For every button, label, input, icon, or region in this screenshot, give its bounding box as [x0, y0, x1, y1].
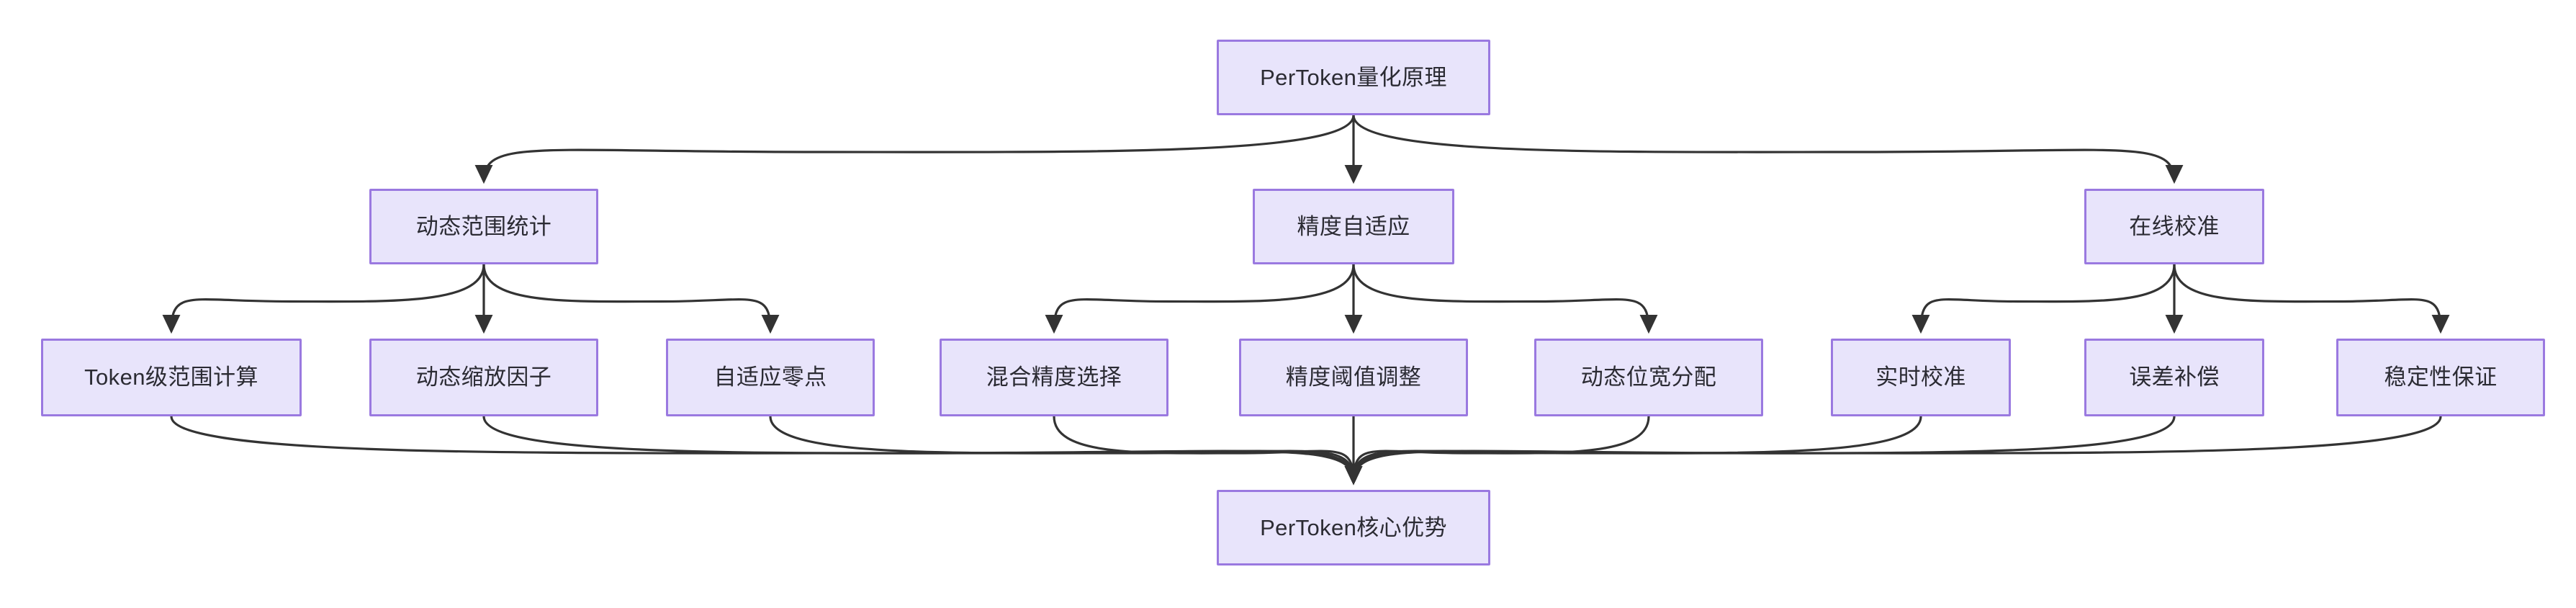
- node-adaptive-zero-point[interactable]: 自适应零点: [666, 339, 875, 416]
- edge-root-to-online-calibration: [1352, 115, 2184, 184]
- node-precision-threshold-tune[interactable]: 精度阈值调整: [1239, 339, 1468, 416]
- node-mixed-precision-select[interactable]: 混合精度选择: [940, 339, 1168, 416]
- node-dynamic-bitwidth-alloc-label: 动态位宽分配: [1580, 365, 1717, 390]
- edge-dynamic-range-to-adaptive-zero-point: [482, 264, 780, 334]
- edge-online-calibration-to-realtime-calibration: [1911, 264, 2176, 334]
- node-dynamic-scale-factor[interactable]: 动态缩放因子: [369, 339, 598, 416]
- node-error-compensation[interactable]: 误差补偿: [2084, 339, 2264, 416]
- edge-precision-adaptive-to-dynamic-bitwidth-alloc: [1352, 264, 1658, 334]
- node-online-calibration-label: 在线校准: [2129, 213, 2220, 239]
- node-realtime-calibration[interactable]: 实时校准: [1831, 339, 2011, 416]
- edge-root-to-dynamic-range: [474, 115, 1355, 184]
- node-core-advantage[interactable]: PerToken核心优势: [1217, 490, 1490, 565]
- node-root-label: PerToken量化原理: [1260, 64, 1447, 90]
- node-dynamic-bitwidth-alloc[interactable]: 动态位宽分配: [1534, 339, 1763, 416]
- node-core-advantage-label: PerToken核心优势: [1260, 514, 1447, 540]
- node-mixed-precision-select-label: 混合精度选择: [986, 365, 1122, 390]
- node-error-compensation-label: 误差补偿: [2129, 365, 2220, 390]
- edge-online-calibration-to-stability-guarantee: [2173, 264, 2450, 334]
- node-root[interactable]: PerToken量化原理: [1217, 40, 1490, 115]
- edge-dynamic-bitwidth-alloc-to-core-advantage: [1344, 416, 1650, 486]
- node-dynamic-range-label: 动态范围统计: [415, 213, 552, 239]
- node-stability-guarantee[interactable]: 稳定性保证: [2336, 339, 2545, 416]
- node-online-calibration[interactable]: 在线校准: [2084, 189, 2264, 264]
- edge-adaptive-zero-point-to-core-advantage: [769, 416, 1363, 486]
- node-dynamic-scale-factor-label: 动态缩放因子: [415, 365, 552, 390]
- node-precision-adaptive[interactable]: 精度自适应: [1253, 189, 1454, 264]
- node-stability-guarantee-label: 稳定性保证: [2384, 365, 2498, 390]
- edge-stability-guarantee-to-core-advantage: [1344, 416, 2442, 486]
- edge-precision-adaptive-to-mixed-precision-select: [1045, 264, 1355, 334]
- node-realtime-calibration-label: 实时校准: [1875, 365, 1966, 390]
- node-dynamic-range[interactable]: 动态范围统计: [369, 189, 598, 264]
- node-adaptive-zero-point-label: 自适应零点: [713, 365, 827, 390]
- node-token-range-calc-label: Token级范围计算: [84, 365, 258, 390]
- edge-mixed-precision-select-to-core-advantage: [1053, 416, 1363, 486]
- node-precision-adaptive-label: 精度自适应: [1297, 213, 1410, 239]
- edge-dynamic-range-to-token-range-calc: [162, 264, 485, 334]
- edge-group: [162, 115, 2450, 486]
- node-token-range-calc[interactable]: Token级范围计算: [41, 339, 302, 416]
- node-precision-threshold-tune-label: 精度阈值调整: [1285, 365, 1422, 390]
